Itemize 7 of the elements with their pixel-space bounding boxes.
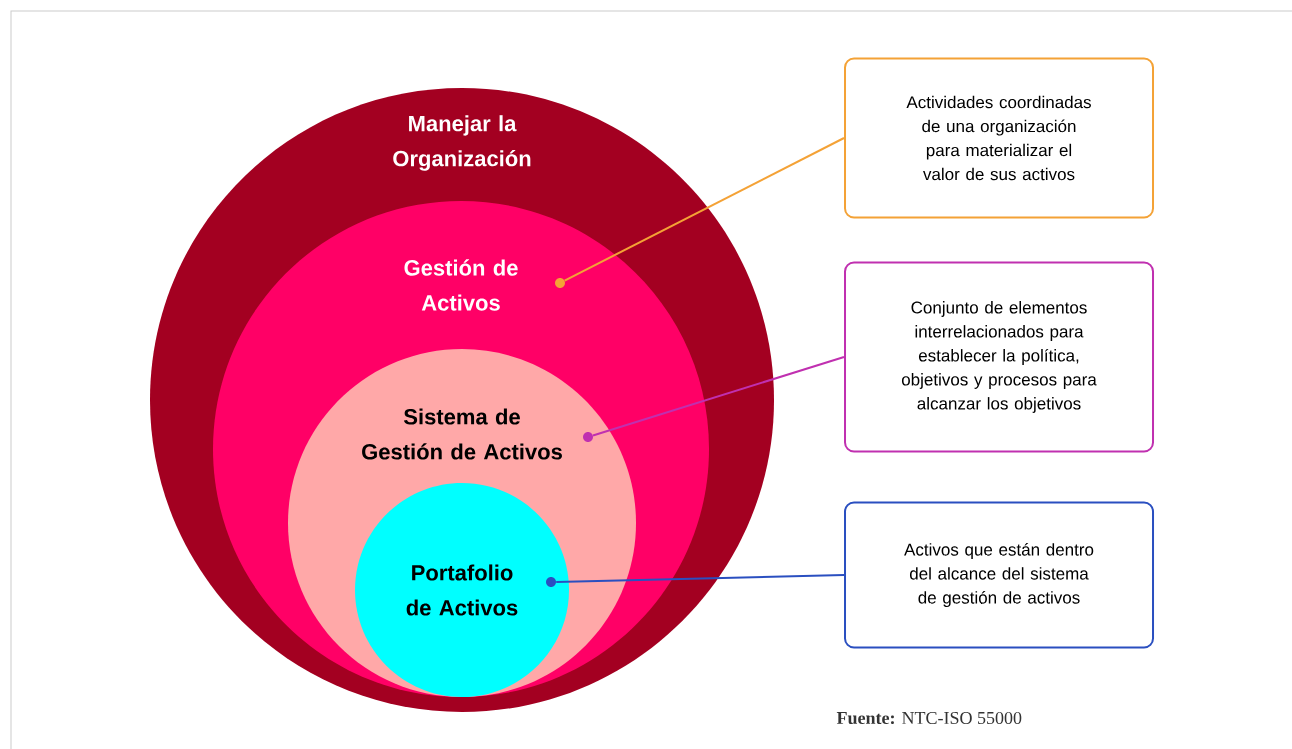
circle-region: Portafolio de Activos (355, 483, 569, 697)
source-note: Fuente: NTC-ISO 55000 (836, 711, 1022, 725)
leader-line (555, 574, 845, 583)
definition-box: Activos que están dentro del alcance del sistema de gestión de activos (844, 501, 1154, 649)
definition-box: Conjunto de elementos interrelacionados para establecer la política, objetivos y procesos para alcanzar los objetivos (844, 261, 1154, 453)
leader-line (563, 137, 845, 282)
definition-box: Actividades coordinadas de una organización para materializar el valor de sus activos (844, 57, 1154, 219)
